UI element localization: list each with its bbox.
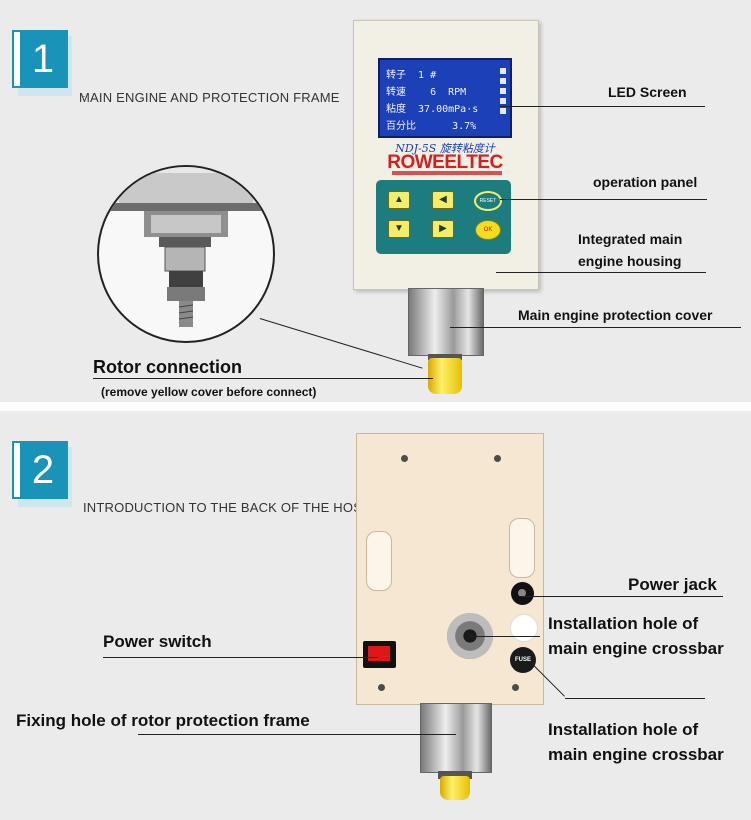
leader-integrated-housing xyxy=(496,272,706,273)
power-jack-pin xyxy=(518,589,526,597)
leader-operation-panel xyxy=(500,199,707,200)
yellow-rotor-cap-back xyxy=(440,776,470,800)
screen-row-speed: 转速 6 RPM xyxy=(386,87,467,98)
leader-crossbar-b xyxy=(565,698,705,699)
label-led-screen: LED Screen xyxy=(608,84,687,100)
label-crossbar-b-line2: main engine crossbar xyxy=(548,745,724,764)
key-reset[interactable]: RESET xyxy=(474,191,502,211)
key-up[interactable]: ▲ xyxy=(388,191,410,209)
frame-slot-left xyxy=(366,531,392,591)
key-right[interactable]: ▶ xyxy=(432,220,454,238)
screen-bar xyxy=(500,88,506,94)
frame-slot-right xyxy=(509,518,535,578)
crossbar-hole-white xyxy=(510,614,538,642)
label-integrated-line1: Integrated main xyxy=(578,231,683,247)
leader-rotor-connection xyxy=(93,378,433,379)
led-screen: 转子 1 # 转速 6 RPM 粘度 37.00mPa·s 百分比 3.7% xyxy=(378,58,512,138)
screw xyxy=(512,684,519,691)
title-marker xyxy=(82,96,84,97)
rotor-shaft xyxy=(428,354,462,360)
screen-bar xyxy=(500,68,506,74)
leader-power-switch xyxy=(103,657,378,658)
section-number-badge-2: 2 xyxy=(12,441,68,499)
screen-bar xyxy=(500,108,506,114)
brand-underline xyxy=(392,171,502,175)
model-label: NDJ-5S 旋转粘度计 xyxy=(395,142,495,155)
label-crossbar-a-line1: Installation hole of xyxy=(548,614,699,633)
label-power-jack: Power jack xyxy=(628,575,717,594)
screw xyxy=(401,455,408,462)
section-number-badge-1: 1 xyxy=(12,30,68,88)
rotor-shaft-back xyxy=(438,771,472,779)
label-fixing-hole: Fixing hole of rotor protection frame xyxy=(16,711,310,730)
yellow-rotor-cap xyxy=(428,358,462,394)
leader-power-jack xyxy=(520,596,723,597)
section-title-1: MAIN ENGINE AND PROTECTION FRAME xyxy=(79,90,340,105)
screen-bar xyxy=(500,98,506,104)
label-crossbar-a-line2: main engine crossbar xyxy=(548,639,724,658)
label-operation-panel: operation panel xyxy=(593,174,698,190)
rotor-leader-diagonal xyxy=(259,318,423,370)
label-power-switch: Power switch xyxy=(103,632,212,651)
protection-cover xyxy=(408,288,484,356)
fuse-holder[interactable]: FUSE xyxy=(510,647,536,673)
key-ok[interactable]: OK xyxy=(475,220,501,240)
label-rotor-note: (remove yellow cover before connect) xyxy=(101,385,317,399)
key-down[interactable]: ▼ xyxy=(388,220,410,238)
label-protection-cover: Main engine protection cover xyxy=(518,307,713,323)
screen-row-percent: 百分比 3.7% xyxy=(386,121,477,132)
leader-crossbar-a xyxy=(470,636,540,637)
section-main-engine: 1 MAIN ENGINE AND PROTECTION FRAME 转子 1 … xyxy=(0,0,751,402)
leader-protection-cover xyxy=(450,327,741,328)
rotor-magnifier xyxy=(97,165,275,343)
rotor-magnifier-art xyxy=(99,167,273,327)
screen-bar xyxy=(500,78,506,84)
label-integrated-line2: engine housing xyxy=(578,253,682,269)
screw xyxy=(378,684,385,691)
key-left[interactable]: ◀ xyxy=(432,191,454,209)
rotor-protection-cylinder xyxy=(420,703,492,773)
screen-row-viscosity: 粘度 37.00mPa·s xyxy=(386,104,479,115)
leader-fixing-hole xyxy=(138,734,456,735)
leader-led-screen xyxy=(500,106,705,107)
label-rotor-connection: Rotor connection xyxy=(93,357,242,377)
section-title-2: INTRODUCTION TO THE BACK OF THE HOST xyxy=(83,500,371,515)
screen-row-rotor: 转子 1 # xyxy=(386,70,437,81)
power-switch-rocker[interactable] xyxy=(368,646,390,661)
screw xyxy=(494,455,501,462)
brand-logo: ROWEELTEC xyxy=(387,152,503,173)
label-crossbar-b-line1: Installation hole of xyxy=(548,720,699,739)
